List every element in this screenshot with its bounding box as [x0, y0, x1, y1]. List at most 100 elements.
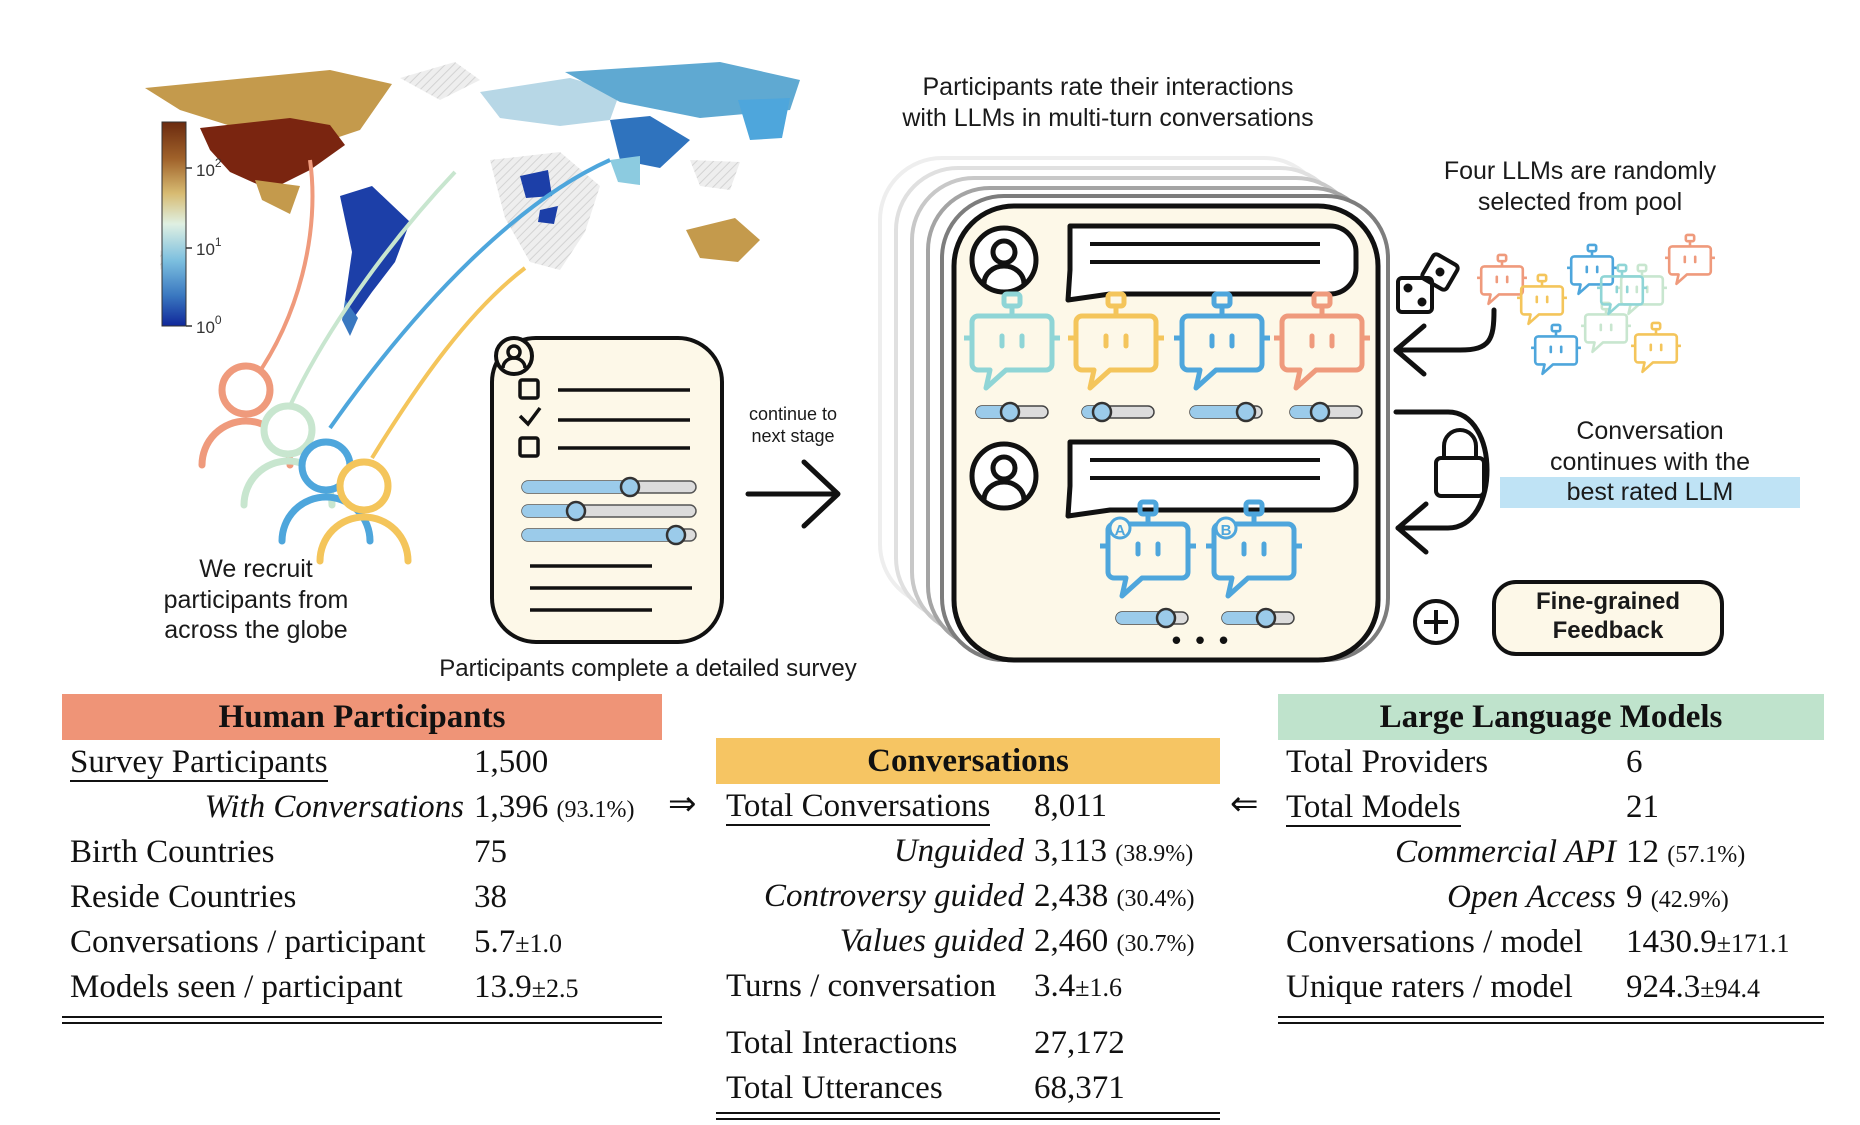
table-row: Open Access 9 (42.9%): [1278, 875, 1824, 920]
row-value: 1430.9: [1626, 924, 1717, 960]
row-value: 75: [474, 834, 507, 870]
pool-caption: Four LLMs are randomly selected from poo…: [1400, 156, 1760, 217]
survey-caption: Participants complete a detailed survey: [439, 655, 857, 682]
conversations-header: Conversations: [716, 738, 1220, 784]
row-label: Controversy guided: [764, 878, 1024, 914]
world-map: [145, 62, 800, 336]
table-row: Conversations / model 1430.9±171.1: [1278, 920, 1824, 965]
slider-icon: [1221, 607, 1295, 629]
human-participants-table: Human Participants Survey Participants 1…: [62, 694, 662, 1024]
table-row: Unguided 3,113 (38.9%): [716, 829, 1220, 874]
row-label: Unique raters / model: [1286, 969, 1573, 1005]
row-label: Reside Countries: [70, 879, 297, 915]
slider-icon: [521, 524, 697, 546]
user-icon: [972, 228, 1036, 292]
rate-caption: Participants rate their interactions wit…: [858, 72, 1358, 133]
table-rule: [1278, 1016, 1824, 1018]
row-label: Birth Countries: [70, 834, 275, 870]
rate-caption-line: Participants rate their interactions: [922, 73, 1294, 101]
table-row: Turns / conversation 3.4±1.6: [716, 964, 1220, 1009]
table-row: Total Providers 6: [1278, 740, 1824, 785]
llm-table: Large Language Models Total Providers 6 …: [1278, 694, 1824, 1024]
continues-caption-line: Conversation: [1576, 417, 1724, 445]
recruit-caption-line: We recruit: [199, 555, 313, 583]
row-label: Total Providers: [1286, 744, 1489, 780]
table-row: Total Interactions 27,172: [716, 1021, 1220, 1066]
continue-caption-line: continue to: [748, 404, 838, 424]
colorbar-tick-base: 10: [196, 240, 215, 259]
table-row: Controversy guided 2,438 (30.4%): [716, 874, 1220, 919]
llm-header: Large Language Models: [1278, 694, 1824, 740]
row-label: Commercial API: [1395, 834, 1616, 870]
slider-icon: [521, 500, 697, 522]
row-label: Total Models: [1286, 789, 1461, 827]
row-value: 21: [1626, 789, 1659, 825]
conversation-card-contents: A B • • •: [964, 223, 1370, 657]
table-rule: [62, 1016, 662, 1018]
more-ellipsis: • • •: [1169, 627, 1232, 657]
table-row: Total Models 21: [1278, 785, 1824, 830]
continue-caption-line: next stage: [751, 425, 835, 446]
slider-icon: [1289, 401, 1363, 423]
row-label: Values guided: [839, 923, 1024, 959]
pool-caption-line: selected from pool: [1477, 187, 1683, 216]
slot-b-badge: [1214, 516, 1238, 540]
slider-icon: [1189, 401, 1263, 423]
table-rule: [716, 1112, 1220, 1114]
slider-icon: [521, 476, 697, 498]
row-value: 1,500: [474, 744, 549, 780]
row-value: 924.3: [1626, 969, 1701, 1005]
row-value: 9: [1626, 879, 1643, 915]
row-value: 38: [474, 879, 507, 915]
survey-card: [490, 336, 724, 644]
row-label: Turns / conversation: [726, 968, 997, 1004]
lock-icon: [1434, 428, 1486, 498]
colorbar-tick-base: 10: [196, 161, 215, 180]
row-extra: ±1.6: [1075, 973, 1123, 1002]
recruit-caption: We recruit participants from across the …: [138, 554, 374, 646]
table-row: Total Conversations 8,011: [716, 784, 1220, 829]
conversations-table: Conversations Total Conversations 8,011 …: [716, 738, 1220, 1120]
dice-icon: [1396, 252, 1460, 314]
row-value: 5.7: [474, 924, 516, 960]
row-extra: ±2.5: [531, 974, 579, 1003]
rate-caption-line: with LLMs in multi-turn conversations: [902, 103, 1314, 132]
row-value: 12: [1626, 834, 1659, 870]
row-extra: ±171.1: [1716, 929, 1790, 958]
row-value: 68,371: [1034, 1070, 1125, 1106]
colorbar-tick-base: 10: [196, 318, 215, 337]
row-value: 1,396: [474, 789, 549, 825]
colorbar-tick-label: 100: [196, 313, 222, 337]
table-row: Birth Countries 75: [62, 830, 662, 875]
feedback-label-line: Fine-grained: [1535, 588, 1680, 615]
pool-caption-line: Four LLMs are randomly: [1443, 157, 1717, 185]
row-value: 3,113: [1034, 833, 1108, 869]
slider-icon: [1081, 401, 1155, 423]
checkbox-icon: [518, 378, 540, 400]
user-icon: [972, 444, 1036, 508]
table-row: Commercial API 12 (57.1%): [1278, 830, 1824, 875]
row-extra: ±1.0: [515, 929, 563, 958]
colorbar-tick-label: 101: [196, 235, 222, 259]
feedback-label: Fine-grained Feedback: [1494, 587, 1722, 646]
left-implies-arrow: ⇒: [668, 784, 697, 824]
row-extra: (93.1%): [556, 797, 635, 823]
table-row: Models seen / participant 13.9±2.5: [62, 965, 662, 1010]
feedback-label-line: Feedback: [1552, 617, 1664, 645]
row-extra: (30.4%): [1116, 886, 1195, 912]
slot-a-badge: [1108, 516, 1132, 540]
table-row: With Conversations 1,396 (93.1%): [62, 785, 662, 830]
table-rule: [1278, 1022, 1824, 1024]
row-label: Total Interactions: [726, 1025, 958, 1061]
plus-circle-icon: [1413, 599, 1459, 645]
recruit-caption-line: across the globe: [164, 616, 348, 644]
colorbar-tick-exp: 0: [215, 313, 222, 327]
colorbar-tick-exp: 2: [215, 156, 222, 170]
user-icon: [494, 336, 534, 376]
row-label: Survey Participants: [70, 744, 328, 782]
human-participants-header: Human Participants: [62, 694, 662, 740]
row-extra: (38.9%): [1115, 841, 1194, 867]
row-extra: (30.7%): [1116, 931, 1195, 957]
row-label: Conversations / model: [1286, 924, 1583, 960]
participants-group: [202, 366, 408, 561]
